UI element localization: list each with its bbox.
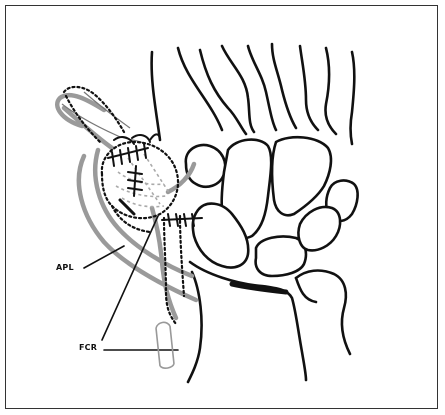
hamate bbox=[272, 137, 331, 215]
apl-label: APL bbox=[56, 263, 74, 272]
lunate bbox=[256, 236, 306, 276]
ulna bbox=[296, 271, 350, 354]
fcr-tendon-stub bbox=[156, 322, 174, 368]
radius bbox=[190, 262, 306, 380]
fcr-label: FCR bbox=[79, 343, 97, 352]
carpal-bones bbox=[186, 137, 358, 276]
forearm-bones bbox=[188, 262, 350, 382]
graft-hatching bbox=[116, 154, 170, 207]
metacarpals bbox=[152, 44, 355, 144]
triquetrum bbox=[298, 207, 340, 250]
